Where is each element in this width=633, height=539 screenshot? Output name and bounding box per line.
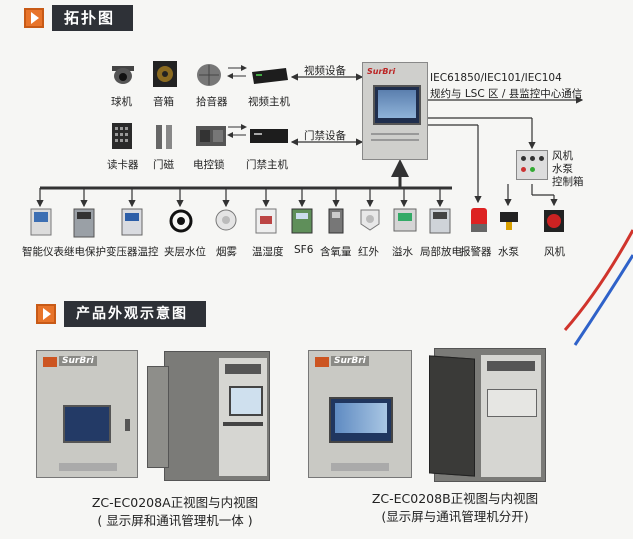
sensor-label: SF6 (294, 244, 314, 256)
sensor-label: 夹层水位 (164, 246, 206, 258)
actuator-label: 报警器 (460, 246, 492, 258)
fan-box-label-1: 风机 (552, 150, 573, 162)
dome-camera-icon (110, 64, 136, 90)
product-b-inner (429, 348, 546, 482)
caption-b-line2: (显示屏与通讯管理机分开) (381, 509, 529, 524)
door-sensor-icon (154, 124, 176, 154)
water-level-icon (168, 208, 194, 238)
protocol-label-line1: IEC61850/IEC101/IEC104 (430, 72, 562, 84)
alarm-icon (469, 206, 489, 238)
temp-humidity-icon (255, 208, 277, 238)
sensor-label: 红外 (358, 246, 379, 258)
section-title: 产品外观示意图 (64, 301, 206, 327)
microphone-icon (195, 62, 223, 92)
play-arrow-icon (36, 304, 56, 324)
section-title: 拓扑图 (52, 5, 134, 31)
product-b-screen (329, 397, 393, 443)
speaker-icon (152, 60, 178, 92)
caption-a-line1: ZC-EC0208A正视图与内视图 (91, 495, 259, 510)
product-a-front: SurBri (36, 350, 138, 478)
smoke-detector-icon (214, 208, 238, 236)
play-arrow-icon (24, 8, 44, 28)
transformer-temp-icon (121, 208, 143, 240)
video-device-label: 音箱 (153, 96, 174, 108)
access-host-icon (248, 126, 290, 150)
product-a-screen (63, 405, 111, 443)
sf6-sensor-icon (291, 208, 313, 238)
controller-screen (373, 85, 421, 125)
fan-box-label-3: 控制箱 (552, 176, 584, 188)
access-link-label: 门禁设备 (304, 130, 346, 142)
overflow-sensor-icon (393, 208, 417, 236)
video-device-label: 球机 (111, 96, 132, 108)
video-host-icon (248, 66, 290, 90)
smart-meter-icon (30, 208, 52, 240)
caption-a-line2: ( 显示屏和通讯管理机一体 ) (97, 513, 253, 528)
video-device-label: 拾音器 (196, 96, 228, 108)
actuator-label: 风机 (544, 246, 565, 258)
sensor-label: 烟雾 (216, 246, 237, 258)
fan-icon (542, 208, 566, 238)
product-a-inner (147, 351, 270, 481)
controller-brand: SurBri (367, 67, 396, 76)
sensor-label: 溢水 (392, 246, 413, 258)
section-header-products: 产品外观示意图 (36, 300, 206, 328)
card-reader-icon (111, 122, 133, 154)
actuator-label: 水泵 (498, 246, 519, 258)
sensor-label: 局部放电 (420, 246, 462, 258)
partial-discharge-icon (429, 208, 451, 238)
infrared-sensor-icon (359, 208, 381, 236)
section-header-topology: 拓扑图 (24, 4, 134, 32)
video-device-label: 视频主机 (248, 96, 290, 108)
sensor-label: 温湿度 (252, 246, 284, 258)
access-device-label: 电控锁 (193, 159, 225, 171)
access-device-label: 门磁 (153, 159, 174, 171)
pump-icon (498, 208, 520, 236)
sensor-label: 智能仪表 (22, 246, 64, 258)
brand-label: SurBri (331, 356, 369, 366)
brand-label: SurBri (59, 356, 97, 366)
electric-lock-icon (195, 124, 227, 152)
video-link-label: 视频设备 (304, 65, 346, 77)
fan-box-label-2: 水泵 (552, 163, 573, 175)
controller-cabinet: SurBri (362, 62, 428, 160)
fan-pump-control-box (516, 150, 548, 180)
protocol-label-line2: 规约与 LSC 区 / 县监控中心通信 (430, 88, 583, 100)
sensor-label: 继电保护 (64, 246, 106, 258)
oxygen-sensor-icon (326, 208, 346, 238)
access-device-label: 门禁主机 (246, 159, 288, 171)
sensor-label: 变压器温控 (106, 246, 159, 258)
access-device-label: 读卡器 (107, 159, 139, 171)
product-b-front: SurBri (308, 350, 412, 478)
sensor-label: 含氧量 (320, 246, 352, 258)
caption-b-line1: ZC-EC0208B正视图与内视图 (371, 491, 539, 506)
relay-protection-icon (73, 208, 95, 242)
